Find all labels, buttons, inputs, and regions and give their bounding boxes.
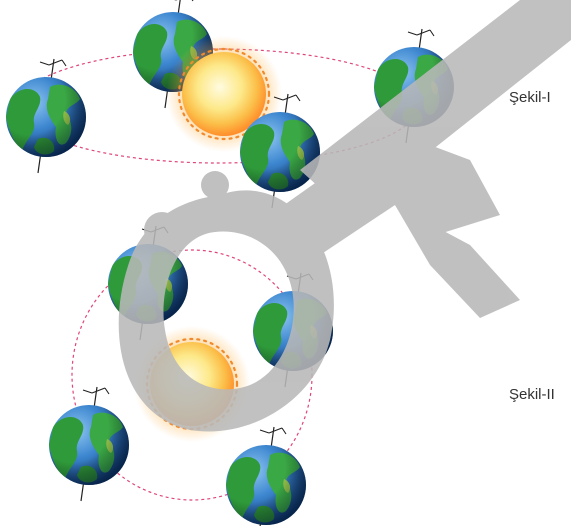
watermark	[118, 0, 571, 432]
earth-icon	[226, 427, 306, 526]
earth-icon	[49, 387, 129, 501]
figure-2-label: Şekil-II	[509, 386, 555, 403]
earth-icon	[6, 59, 86, 173]
figure-1-label: Şekil-I	[509, 89, 551, 106]
